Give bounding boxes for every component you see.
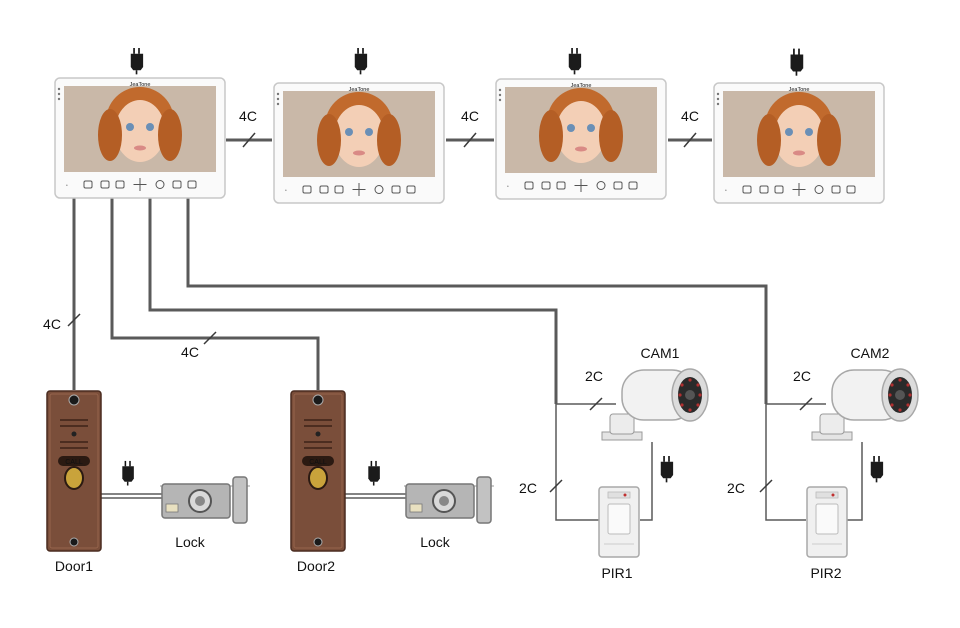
label-4c-m34: 4C [681, 108, 699, 124]
wires [72, 138, 768, 404]
door-station-1: CALL Door1 [46, 390, 102, 574]
wire-labels: 4C 4C 4C 4C 4C 2C 2C 2C 2C [43, 108, 811, 496]
lock-1: Lock [121, 460, 250, 550]
pir-1: PIR1 [598, 456, 674, 581]
monitor-1: JeaTone [54, 48, 226, 199]
cam1-label: CAM1 [641, 345, 680, 361]
label-4c-m12: 4C [239, 108, 257, 124]
power-adapter-icon [869, 456, 884, 484]
wire-pir1-adapter [640, 442, 653, 521]
label-4c-m23: 4C [461, 108, 479, 124]
door2-label: Door2 [297, 558, 335, 574]
pir2-label: PIR2 [810, 565, 841, 581]
label-4c-door2: 4C [181, 344, 199, 360]
label-2c-cam1: 2C [585, 368, 603, 384]
camera-1: CAM1 [601, 345, 709, 441]
thin-wires [100, 403, 863, 521]
wire-pir2-adapter [846, 442, 863, 521]
camera-icon [811, 368, 919, 441]
monitor-brand: JeaTone [789, 87, 810, 93]
power-adapter-icon [659, 456, 674, 484]
power-adapter-icon [129, 48, 144, 76]
power-adapter-icon [367, 460, 381, 487]
label-2c-cam2: 2C [793, 368, 811, 384]
label-2c-pir1: 2C [519, 480, 537, 496]
lock2-label: Lock [420, 534, 451, 550]
monitor-brand: JeaTone [130, 82, 151, 88]
door-station-2: CALL Door2 [290, 390, 346, 574]
door1-label: Door1 [55, 558, 93, 574]
monitor-2: JeaTone [273, 48, 445, 204]
lock-2: Lock [367, 460, 494, 550]
label-4c-door1: 4C [43, 316, 61, 332]
monitor-3: JeaTone [495, 48, 667, 200]
wire-pir2 [765, 404, 806, 521]
power-adapter-icon [789, 48, 805, 77]
wire-door2 [110, 197, 320, 390]
wire-cam1-bus [148, 197, 558, 404]
label-2c-pir2: 2C [727, 480, 745, 496]
power-adapter-icon [353, 48, 368, 76]
lock-icon [160, 476, 250, 524]
wire-cam2-bus [186, 197, 768, 404]
power-adapter-icon [121, 460, 135, 487]
monitor-4: JeaTone [713, 48, 885, 204]
lock-icon [404, 476, 494, 524]
call-button-label: CALL [309, 459, 327, 466]
pir-sensor-icon [806, 486, 848, 558]
wire-ticks [67, 132, 813, 493]
power-adapter-icon [567, 48, 582, 76]
pir-2: PIR2 [806, 456, 884, 581]
camera-2: CAM2 [811, 345, 919, 441]
wire-pir1 [555, 404, 600, 521]
lock1-label: Lock [175, 534, 206, 550]
monitor-brand: JeaTone [571, 83, 592, 89]
pir1-label: PIR1 [601, 565, 632, 581]
cam2-label: CAM2 [851, 345, 890, 361]
monitor-brand: JeaTone [349, 87, 370, 93]
camera-icon [601, 368, 709, 441]
call-button-label: CALL [65, 459, 83, 466]
pir-sensor-icon [598, 486, 640, 558]
